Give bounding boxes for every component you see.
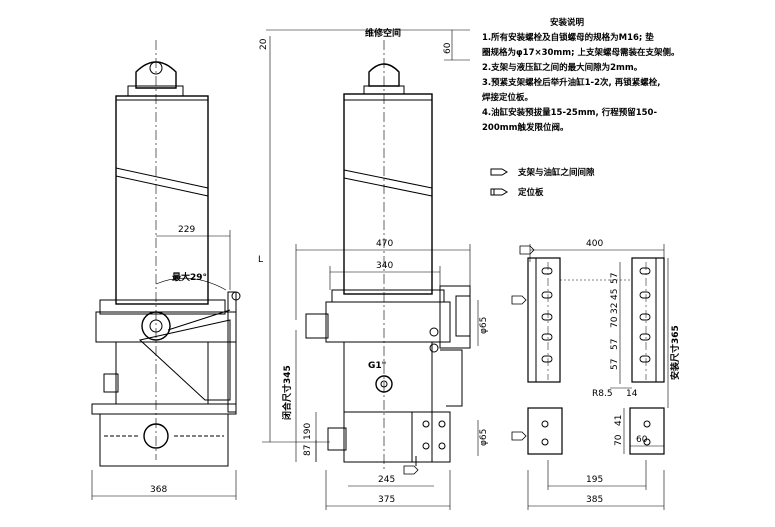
dim-340: 340	[376, 261, 393, 271]
gap-symbol-icon	[490, 168, 508, 176]
closed-size-label: 闭合尺寸345	[281, 365, 293, 420]
dim-57b: 57	[610, 339, 620, 350]
g1-label: G1"	[368, 361, 386, 371]
middle-view	[262, 29, 479, 510]
dim-375: 375	[378, 495, 395, 505]
dim-400: 400	[586, 239, 603, 249]
note-line: 焊接定位板。	[482, 93, 534, 103]
legend-item-gap: 支架与油缸之间间隙	[490, 162, 595, 182]
dimension-labels: 维修空间 20 60 L 229 最大29° 368 470 340 φ65 φ…	[150, 27, 681, 505]
legend-gap-label: 支架与油缸之间间隙	[518, 168, 595, 178]
note-line: 2.支架与液压缸之间的最大间隙为2mm。	[482, 63, 643, 73]
r85-label: R8.5	[592, 389, 613, 399]
dim-41: 41	[614, 415, 624, 426]
dim-229: 229	[178, 225, 195, 235]
dim-385: 385	[586, 495, 603, 505]
dim-245: 245	[378, 475, 395, 485]
dim-60b: 60	[636, 435, 648, 445]
legend-plate-label: 定位板	[518, 188, 544, 198]
dim-45: 45	[610, 289, 620, 300]
dim-L: L	[258, 255, 263, 265]
dim-14: 14	[626, 389, 638, 399]
dim-60: 60	[443, 42, 453, 54]
left-view	[91, 40, 241, 500]
dim-368: 368	[150, 485, 167, 495]
bracket-size-label: 安装尺寸365	[669, 325, 681, 380]
dim-87: 87	[303, 445, 313, 456]
notes-title: 安装说明	[550, 18, 585, 28]
legend-item-plate: 定位板	[490, 182, 595, 202]
dim-195: 195	[586, 475, 603, 485]
right-view	[403, 244, 669, 510]
dim-70a: 70	[610, 316, 620, 328]
dim-57a: 57	[610, 273, 620, 284]
dim-20: 20	[259, 38, 269, 50]
dim-70b: 70	[614, 434, 624, 446]
max-angle-label: 最大29°	[172, 271, 207, 283]
dim-phi65-upper: φ65	[479, 317, 489, 334]
installation-notes: 安装说明 1.所有安装螺栓及自锁螺母的规格为M16; 垫 圈规格为φ17×30m…	[482, 16, 772, 136]
dim-190: 190	[303, 423, 313, 440]
note-line: 3.预紧支架螺栓后举升油缸1-2次, 再锁紧螺栓,	[482, 78, 661, 88]
dim-57c: 57	[610, 359, 620, 370]
plate-symbol-icon	[490, 188, 508, 196]
note-line: 1.所有安装螺栓及自锁螺母的规格为M16; 垫	[482, 33, 654, 43]
note-line: 4.油缸安装预拔量15-25mm, 行程预留150-	[482, 108, 658, 118]
service-space-label: 维修空间	[365, 27, 401, 39]
legend: 支架与油缸之间间隙 定位板	[490, 162, 595, 202]
note-line: 圈规格为φ17×30mm; 上支架螺母需装在支架侧。	[482, 48, 680, 58]
dim-32: 32	[610, 303, 620, 314]
dim-470: 470	[376, 239, 393, 249]
dim-phi65-lower: φ65	[479, 429, 489, 446]
note-line: 200mm触发限位阀。	[482, 123, 569, 133]
